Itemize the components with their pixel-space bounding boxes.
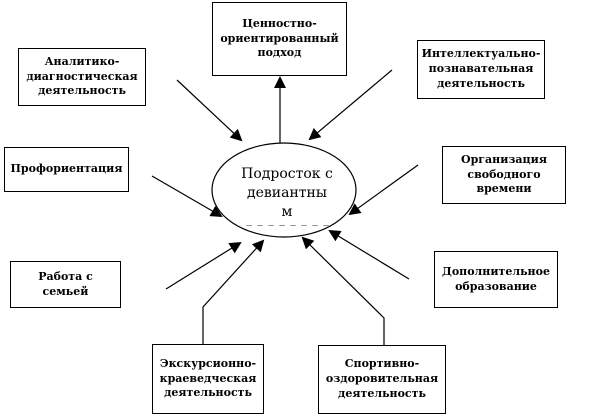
node-family: Работа с семьей xyxy=(10,261,121,308)
node-career: Профориентация xyxy=(4,147,129,192)
node-additional-edu: Дополнительное образование xyxy=(434,251,558,308)
center-label: Подросток с девиантны м xyxy=(241,166,333,220)
node-intellectual: Интеллектуально- познавательная деятельн… xyxy=(417,40,545,99)
center-ellipse xyxy=(211,142,357,238)
center-underline: _ _ _ _ _ _ _ _ xyxy=(246,213,330,226)
arrow-from-additional-edu xyxy=(328,229,410,280)
arrow-from-sport xyxy=(301,236,385,345)
node-value-approach: Ценностно- ориентированный подход xyxy=(212,2,347,76)
arrow-from-excursion xyxy=(202,239,265,344)
arrow-from-analytic xyxy=(176,79,243,142)
node-analytic: Аналитико- диагностическая деятельность xyxy=(18,48,146,106)
node-sport: Спортивно- оздоровительная деятельность xyxy=(318,345,446,414)
arrow-from-family xyxy=(165,241,242,290)
arrow-from-leisure xyxy=(348,164,419,216)
node-excursion: Экскурсионно- краеведческая деятельность xyxy=(152,344,264,414)
node-leisure: Организация свободного времени xyxy=(442,146,566,204)
arrow-from-career xyxy=(151,175,223,218)
arrow-from-intellectual xyxy=(308,69,393,141)
